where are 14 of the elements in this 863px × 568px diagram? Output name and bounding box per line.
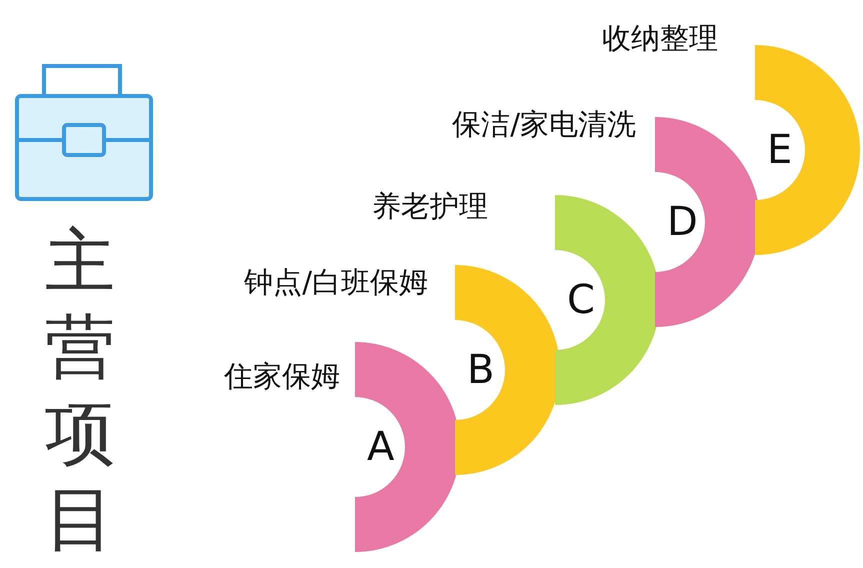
- half-ring-step: [455, 265, 560, 475]
- step-letter: E: [767, 130, 792, 170]
- step-letter: A: [367, 427, 394, 467]
- service-label: 保洁/家电清洗: [452, 110, 636, 139]
- vertical-title: 主营项目: [44, 219, 116, 562]
- step-letter: D: [667, 202, 698, 242]
- step-letter: B: [467, 350, 494, 390]
- service-label: 钟点/白班保姆: [244, 268, 428, 297]
- half-ring-step: [655, 117, 760, 327]
- service-label: 收纳整理: [602, 24, 718, 53]
- service-label: 养老护理: [372, 192, 488, 221]
- step-letter: C: [567, 280, 595, 320]
- service-label: 住家保姆: [224, 362, 340, 391]
- half-ring-step: [755, 45, 860, 255]
